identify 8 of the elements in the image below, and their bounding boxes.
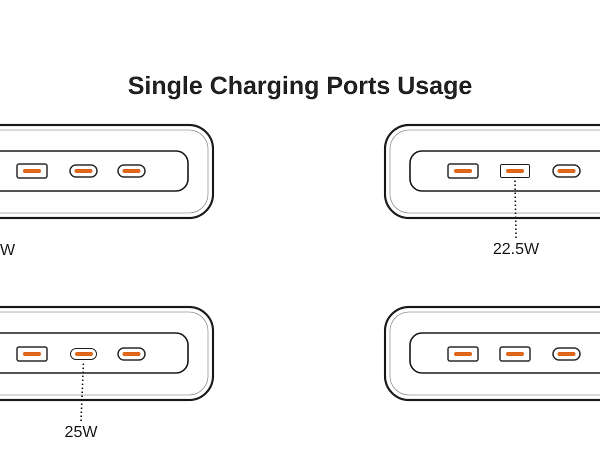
title: Single Charging Ports Usage: [126, 71, 474, 102]
usb-port: [500, 164, 530, 178]
usb-port: [70, 348, 97, 360]
leader-line: [80, 362, 84, 422]
wattage-label: 22.5W: [492, 240, 540, 260]
wattage-label: 25W: [64, 423, 98, 443]
wattage-label: W: [0, 241, 16, 261]
leader-line: [514, 180, 517, 238]
